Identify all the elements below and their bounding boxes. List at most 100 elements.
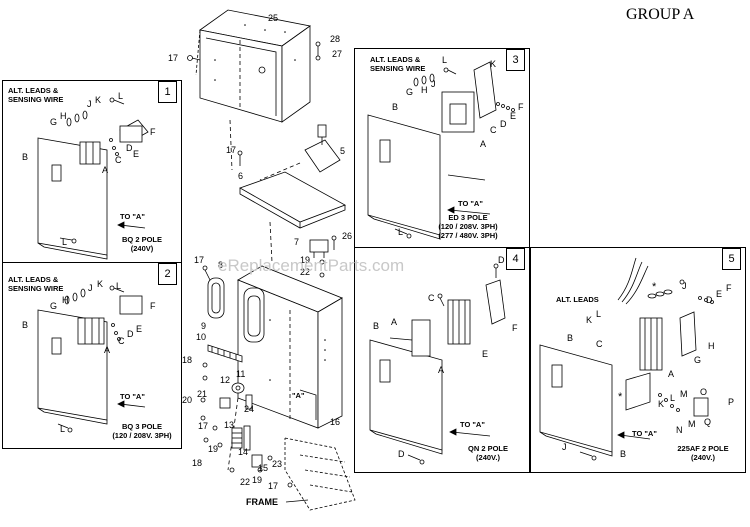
relay-bracket (237, 124, 341, 181)
callout: 17 (168, 53, 179, 63)
panel-4-to-a: TO "A" (460, 420, 485, 429)
panel-4-caption-line1: QN 2 POLE (467, 444, 508, 453)
callout: H (708, 341, 715, 351)
callout: 5 (340, 146, 346, 156)
callout: G (694, 355, 702, 365)
callout: F (512, 323, 518, 333)
mounting-plate (239, 171, 346, 263)
panel-1-leads-line1: ALT. LEADS & (8, 86, 59, 95)
callout: L (596, 309, 602, 319)
panel-5-art (539, 257, 714, 461)
panel-5-to-a: TO "A" (632, 429, 657, 438)
panel-5-number: 5 (722, 248, 741, 270)
callout: K (95, 95, 102, 105)
callout: E (716, 289, 723, 299)
enclosure-top-dots (214, 24, 296, 81)
callout: * (618, 391, 623, 403)
callout: F (150, 127, 156, 137)
callout: 7 (294, 237, 300, 247)
callout: 24 (244, 404, 255, 414)
terminal-strip (207, 344, 243, 363)
callout: 23 (272, 459, 283, 469)
panel-2-leads-line2: SENSING WIRE (8, 284, 64, 293)
callout: B (567, 333, 574, 343)
callout: 14 (238, 447, 249, 457)
panel-5-leads: ALT. LEADS (556, 295, 599, 304)
callout: 15 (258, 463, 269, 473)
panel-3-art (367, 61, 515, 240)
callout: L (118, 91, 124, 101)
callout: 17 (226, 145, 237, 155)
callout: G (50, 117, 58, 127)
callout: 17 (198, 421, 209, 431)
callout: 25 (268, 13, 279, 23)
callout: A (668, 369, 675, 379)
panel-4-art (369, 263, 506, 465)
enclosure-top-box (195, 9, 311, 171)
callout: F (518, 102, 524, 112)
panel-5-frame (530, 247, 746, 473)
panel-1-art (37, 97, 149, 260)
callout: Q (704, 417, 712, 427)
callout: 17 (268, 481, 279, 491)
callout: K (658, 399, 665, 409)
callout: * (652, 281, 657, 293)
panel-1-to-a: TO "A" (120, 212, 145, 221)
panel-2-frame (2, 262, 182, 449)
callout: L (398, 227, 404, 237)
frame-label: FRAME (246, 497, 278, 507)
callout: G (406, 87, 414, 97)
callout: D (126, 143, 133, 153)
callout: B (22, 152, 29, 162)
callout: 9 (201, 321, 207, 331)
callout: C (596, 339, 603, 349)
callout: D (398, 449, 405, 459)
watermark: eReplacementParts.com (218, 256, 405, 275)
callout: 19 (252, 475, 263, 485)
callout: 28 (330, 34, 341, 44)
panel-5-caption-line2: (240V.) (691, 453, 715, 462)
callout: H (62, 295, 69, 305)
callout: O (700, 387, 708, 397)
frame-dashed (284, 437, 356, 511)
callout: C (428, 293, 435, 303)
callout: B (22, 320, 29, 330)
callout: J (682, 281, 687, 291)
callout: L (442, 55, 448, 65)
callout: D (127, 329, 134, 339)
callout: E (136, 324, 143, 334)
callout: 18 (192, 458, 203, 468)
callout: H (421, 85, 428, 95)
panel-1-caption-line1: BQ 2 POLE (121, 235, 162, 244)
panel-4-number: 4 (506, 248, 525, 270)
terminal-block-7 (309, 235, 337, 278)
callout: C (115, 155, 122, 165)
callout: 6 (238, 171, 244, 181)
panel-4-frame (354, 247, 530, 473)
callout: D (498, 255, 505, 265)
callout: 18 (182, 355, 193, 365)
callout: A (480, 139, 487, 149)
callout: 13 (224, 420, 235, 430)
callout: L (670, 393, 676, 403)
screws-top (187, 41, 321, 61)
callout: M (688, 419, 696, 429)
callout: K (586, 315, 593, 325)
callout: D (706, 295, 713, 305)
panel-3-leads-line1: ALT. LEADS & (370, 55, 421, 64)
panel-3-number: 3 (506, 49, 525, 71)
frame-leader (285, 499, 309, 503)
small-hardware (200, 265, 293, 488)
callout: E (133, 149, 140, 159)
panel-2-art (37, 285, 146, 433)
callout: K (490, 59, 497, 69)
callout: E (482, 349, 489, 359)
callout: C (490, 125, 497, 135)
callout: 12 (220, 375, 231, 385)
panel-2-leads-line1: ALT. LEADS & (8, 275, 59, 284)
callout: L (116, 281, 122, 291)
panel-2-caption-line1: BQ 3 POLE (121, 422, 162, 431)
callout: N (676, 425, 683, 435)
